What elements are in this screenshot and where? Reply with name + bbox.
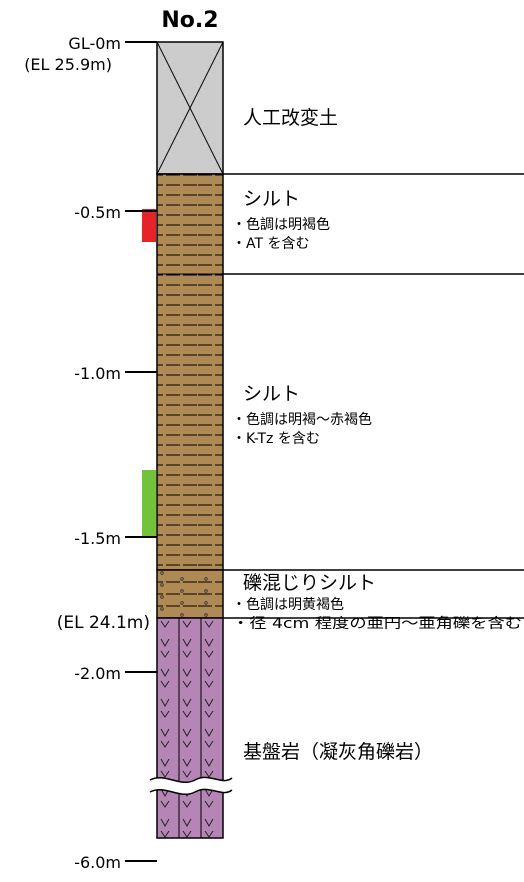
- layer-4-name: 礫混じりシルト: [243, 572, 376, 594]
- boring-id: No.2: [161, 8, 218, 33]
- layer-2-note-1: ・色調は明褐色: [232, 216, 330, 233]
- break-mark-lower: [149, 788, 233, 795]
- sample-marker-red: [142, 209, 156, 242]
- layer-4-note-2: ・径 4cm 程度の亜円～亜角礫を含む: [232, 616, 522, 632]
- depth-label-gl0: GL-0m: [68, 34, 121, 53]
- layer-2-note-2: ・AT を含む: [232, 236, 310, 252]
- depth-label-10: -1.0m: [74, 364, 121, 383]
- layer-gravelly-silt: [156, 569, 224, 619]
- layer-4-note-1: ・色調は明黄褐色: [232, 596, 344, 613]
- layer-1-name: 人工改変土: [243, 107, 338, 129]
- break-mark-upper: [149, 776, 233, 783]
- layer-silt: [156, 173, 224, 571]
- depth-label-15: -1.5m: [74, 529, 121, 548]
- depth-label-20: -2.0m: [74, 664, 121, 683]
- depth-label-60: -6.0m: [74, 853, 121, 872]
- depth-label-05: -0.5m: [74, 203, 121, 222]
- layer-3-note-1: ・色調は明褐～赤褐色: [232, 411, 372, 428]
- layer-5-name: 基盤岩（凝灰角礫岩）: [243, 741, 433, 763]
- layer-3-name: シルト: [243, 383, 300, 405]
- elevation-label-top: (EL 25.9m): [24, 55, 112, 74]
- elevation-label-base: (EL 24.1m): [57, 613, 150, 633]
- layer-3-note-2: ・K-Tz を含む: [232, 431, 320, 447]
- layer-2-name: シルト: [243, 188, 300, 210]
- fill-cross-line-2: [156, 41, 224, 175]
- sample-marker-green: [142, 470, 156, 536]
- layer-bedrock: [156, 617, 224, 839]
